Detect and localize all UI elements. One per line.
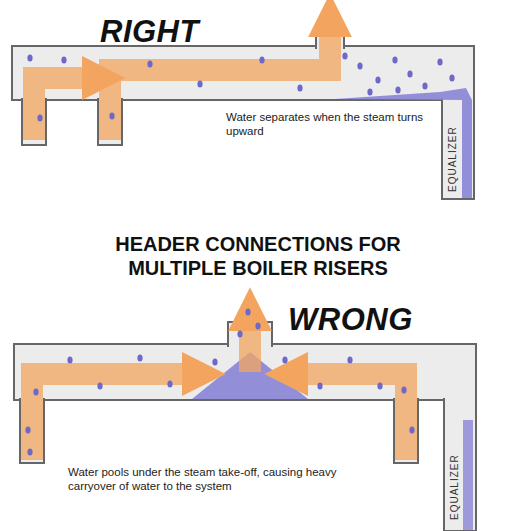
water-droplet [259,56,264,63]
panel-heading: RIGHT [100,14,199,50]
water-droplet [357,62,362,69]
panel-heading: WRONG [288,302,413,338]
water-droplet [342,52,347,59]
water-droplet [27,448,32,455]
water-droplet [109,112,114,119]
water-droplet [401,386,406,393]
water-droplet [197,80,202,87]
water-droplet [33,388,38,395]
water-droplet [255,322,260,329]
water-droplet [167,380,172,387]
pipe-label: EQUALIZER [449,454,460,520]
water-droplet [409,426,414,433]
water-droplet [212,358,217,365]
note-text: Water pools under the steam take-off, ca… [68,465,368,493]
water-droplet [61,56,66,63]
water-droplet [375,76,380,83]
water-droplet [37,114,42,121]
water-droplet [147,60,152,67]
water-droplet [449,74,454,81]
pipe-label: EQUALIZER [447,126,458,192]
water-droplet [317,382,322,389]
water-droplet [297,84,302,91]
water-droplet [347,356,352,363]
water-droplet [392,56,397,63]
water-droplet [422,82,427,89]
water-droplet [245,308,250,315]
water-droplet [237,330,242,337]
water-droplet [67,356,72,363]
water-droplet [377,382,382,389]
water-droplet [282,356,287,363]
water-droplet [395,86,400,93]
water-droplet [97,382,102,389]
note-text: Water separates when the steam turns upw… [226,110,436,138]
water-droplet [407,70,412,77]
water-droplet [437,58,442,65]
water-droplet [137,354,142,361]
diagram-title: HEADER CONNECTIONS FOR MULTIPLE BOILER R… [98,232,418,280]
water-droplet [27,54,32,61]
water-droplet [25,426,30,433]
water-droplet [367,88,372,95]
